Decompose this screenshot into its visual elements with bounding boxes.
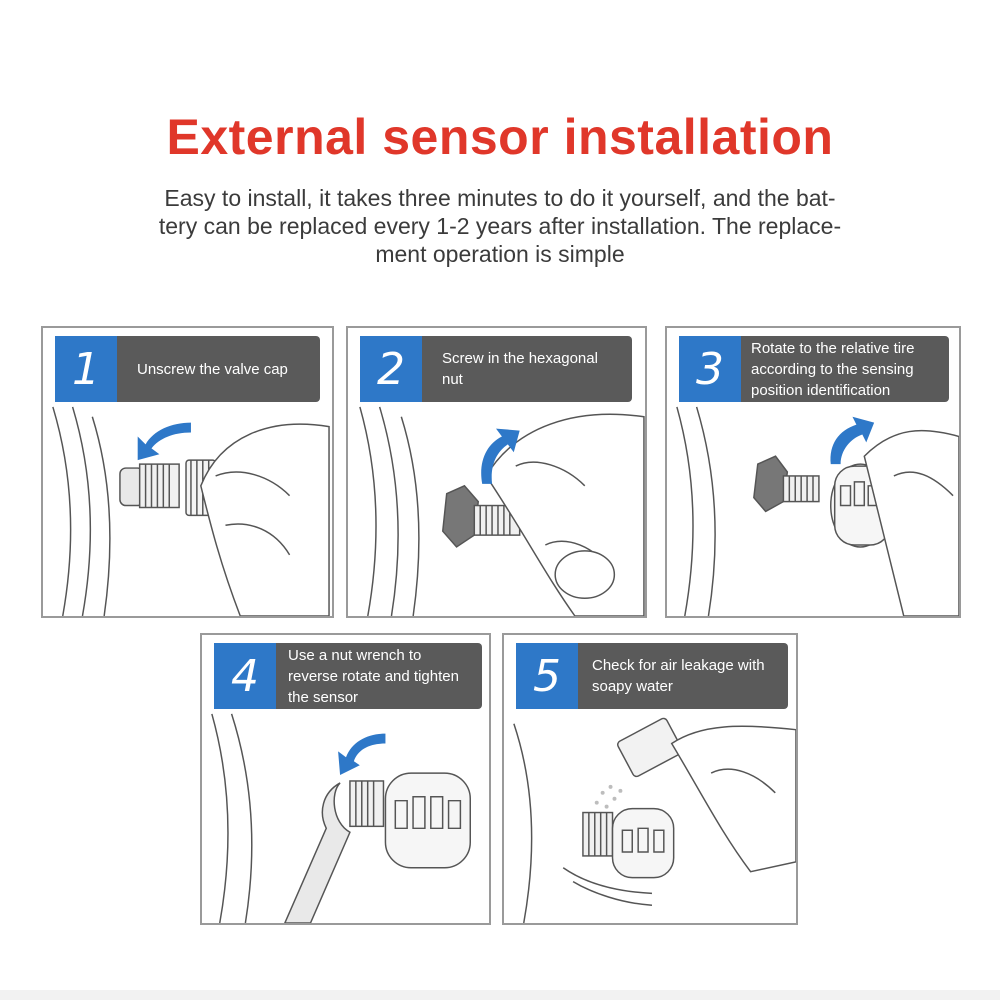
rotate-arrow-icon: [830, 416, 875, 465]
soapy-water-check-illustration: [513, 717, 796, 923]
rotate-arrow-icon: [481, 428, 520, 484]
step-text: Use a nut wrench to reverse rotate and t…: [276, 643, 482, 709]
page-subtitle: Easy to install, it takes three minutes …: [158, 185, 842, 267]
step-header-4: 4 Use a nut wrench to reverse rotate and…: [214, 643, 482, 709]
step-text: Unscrew the valve cap: [117, 336, 320, 402]
valve-cap-illustration: [52, 406, 330, 616]
step-header-2: 2 Screw in the hexagonal nut: [360, 336, 632, 402]
step-number: 2: [360, 336, 422, 402]
step-panel-5: 5 Check for air leakage with soapy water: [502, 633, 798, 925]
rotate-arrow-icon: [338, 733, 386, 776]
step-panel-1: 1 Unscrew the valve cap: [41, 326, 334, 618]
step-number: 4: [214, 643, 276, 709]
step-number: 5: [516, 643, 578, 709]
step-text: Rotate to the relative tire according to…: [741, 336, 949, 402]
page-title: External sensor installation: [166, 109, 834, 165]
wrench-tighten-illustration: [211, 713, 472, 923]
hex-nut-illustration: [359, 406, 645, 616]
step-panel-2: 2 Screw in the hexagonal nut: [346, 326, 647, 618]
bottom-border: [0, 990, 1000, 1000]
step-header-1: 1 Unscrew the valve cap: [55, 336, 320, 402]
step-header-3: 3 Rotate to the relative tire according …: [679, 336, 949, 402]
sensor-rotate-illustration: [676, 406, 959, 616]
step-text: Check for air leakage with soapy water: [578, 643, 788, 709]
step-header-5: 5 Check for air leakage with soapy water: [516, 643, 788, 709]
step-text: Screw in the hexagonal nut: [422, 336, 632, 402]
step-number: 1: [55, 336, 117, 402]
step-panel-3: 3 Rotate to the relative tire according …: [665, 326, 961, 618]
step-panel-4: 4 Use a nut wrench to reverse rotate and…: [200, 633, 491, 925]
step-number: 3: [679, 336, 741, 402]
spray-mist-icon: [594, 784, 623, 809]
rotate-arrow-icon: [137, 422, 191, 461]
